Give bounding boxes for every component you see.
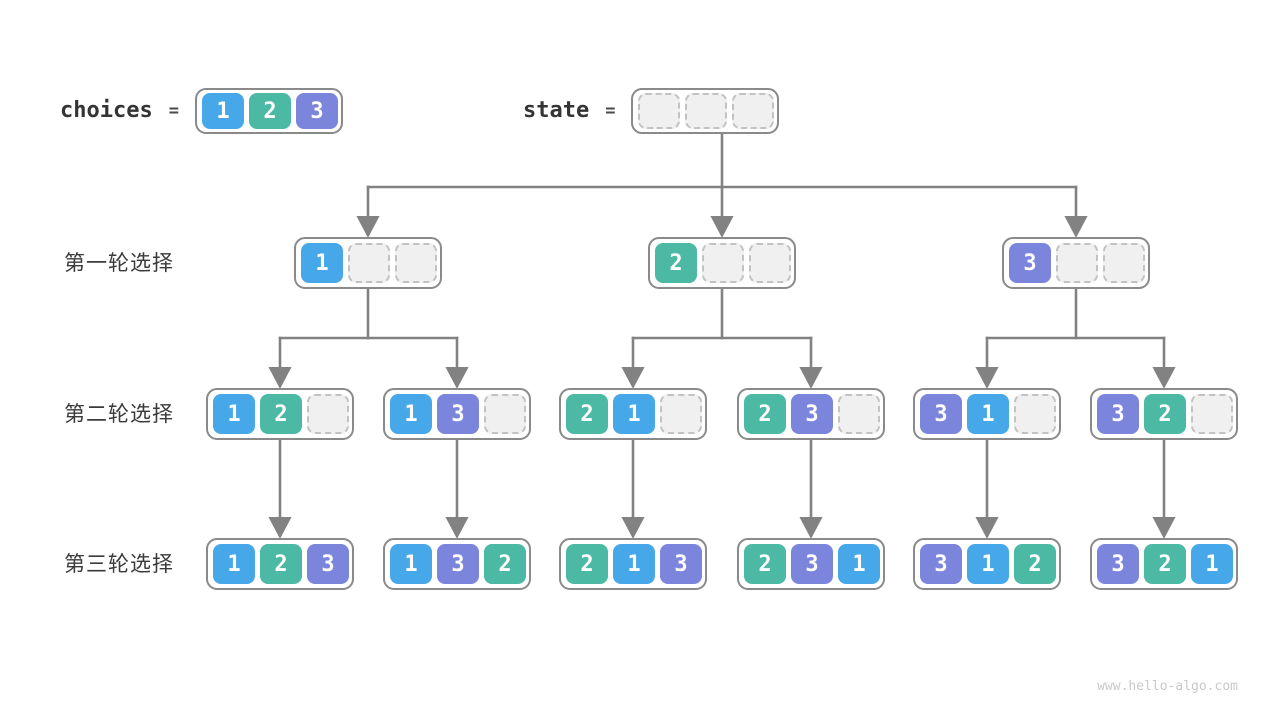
empty-cell (638, 93, 681, 129)
state-node-r1-3: 3 (1002, 237, 1150, 289)
state-equals-sign: = (605, 101, 616, 121)
value-cell-2: 2 (260, 394, 302, 434)
value-cell-2: 2 (566, 544, 608, 584)
empty-cell (1191, 394, 1233, 434)
empty-cell (348, 243, 390, 283)
choices-equals-sign: = (168, 101, 179, 121)
empty-cell (732, 93, 775, 129)
value-cell-1: 1 (213, 544, 255, 584)
empty-cell (484, 394, 526, 434)
value-cell-1: 1 (967, 544, 1009, 584)
value-cell-1: 1 (390, 394, 432, 434)
value-cell-2: 2 (1144, 544, 1186, 584)
empty-cell (1056, 243, 1098, 283)
empty-cell (838, 394, 880, 434)
choices-label: choices (60, 98, 153, 123)
row-label-round-2: 第二轮选择 (64, 402, 174, 426)
empty-cell (1103, 243, 1145, 283)
value-cell-3: 3 (791, 394, 833, 434)
value-cell-3: 3 (1097, 394, 1139, 434)
empty-cell (395, 243, 437, 283)
value-cell-1: 1 (213, 394, 255, 434)
empty-cell (702, 243, 744, 283)
value-cell-2: 2 (1014, 544, 1056, 584)
empty-cell (1014, 394, 1056, 434)
value-cell-3: 3 (437, 544, 479, 584)
value-cell-1: 1 (613, 544, 655, 584)
value-cell-1: 1 (838, 544, 880, 584)
watermark: www.hello-algo.com (1097, 679, 1238, 694)
value-cell-2: 2 (744, 394, 786, 434)
value-cell-2: 2 (260, 544, 302, 584)
value-cell-3: 3 (295, 93, 338, 129)
value-cell-1: 1 (613, 394, 655, 434)
state-header: state = (523, 88, 780, 134)
value-cell-1: 1 (301, 243, 343, 283)
value-cell-3: 3 (307, 544, 349, 584)
value-cell-3: 3 (1097, 544, 1139, 584)
value-cell-3: 3 (791, 544, 833, 584)
value-cell-1: 1 (201, 93, 244, 129)
value-cell-2: 2 (248, 93, 291, 129)
value-cell-1: 1 (967, 394, 1009, 434)
empty-cell (307, 394, 349, 434)
value-cell-1: 1 (1191, 544, 1233, 584)
value-cell-2: 2 (566, 394, 608, 434)
empty-cell (660, 394, 702, 434)
value-cell-2: 2 (1144, 394, 1186, 434)
state-array-box (631, 88, 780, 134)
row-label-round-3: 第三轮选择 (64, 552, 174, 576)
value-cell-3: 3 (920, 394, 962, 434)
state-label: state (523, 98, 590, 123)
value-cell-3: 3 (437, 394, 479, 434)
value-cell-2: 2 (744, 544, 786, 584)
state-node-r1-1: 1 (294, 237, 442, 289)
value-cell-2: 2 (655, 243, 697, 283)
empty-cell (685, 93, 728, 129)
value-cell-2: 2 (484, 544, 526, 584)
value-cell-3: 3 (1009, 243, 1051, 283)
state-node-r1-2: 2 (648, 237, 796, 289)
value-cell-3: 3 (660, 544, 702, 584)
empty-cell (749, 243, 791, 283)
row-label-round-1: 第一轮选择 (64, 251, 174, 275)
value-cell-1: 1 (390, 544, 432, 584)
value-cell-3: 3 (920, 544, 962, 584)
